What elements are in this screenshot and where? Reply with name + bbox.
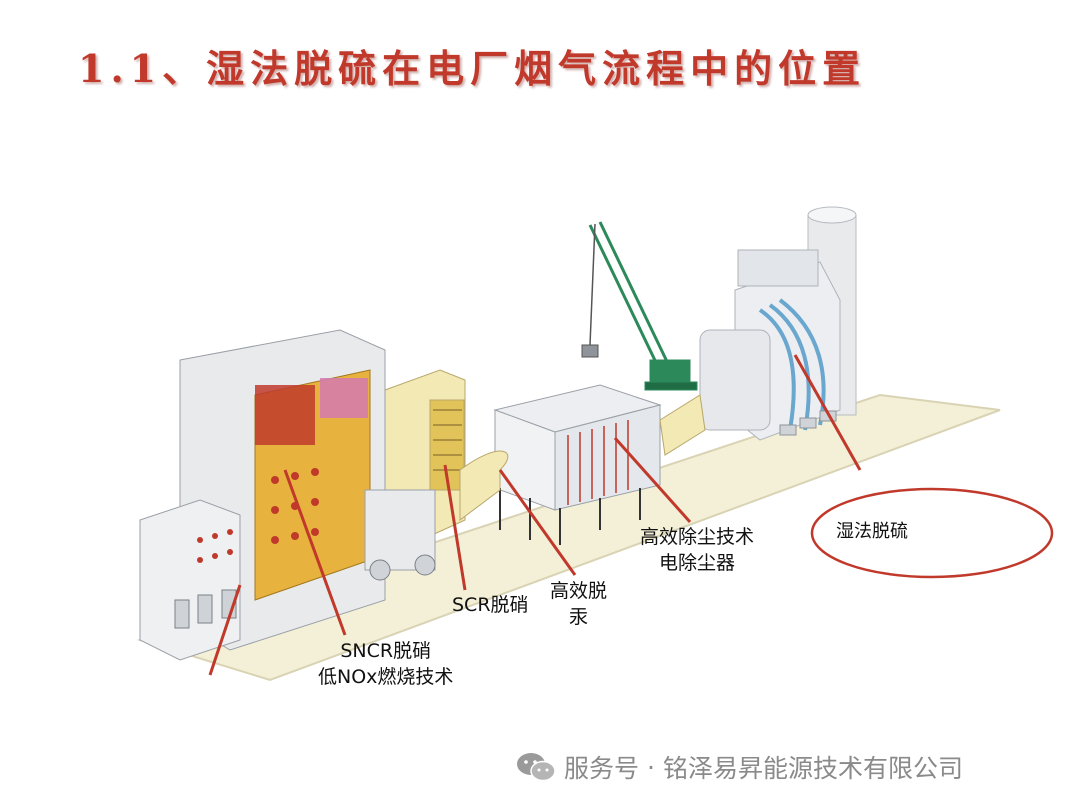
wfgd-highlight-ellipse (810, 487, 1054, 579)
pointer-scr (443, 464, 467, 591)
flue-duct (459, 450, 509, 521)
label-mercury-line2: 汞 (569, 606, 589, 628)
label-mercury-line1: 高效脱 (550, 580, 608, 602)
pointer-lines (208, 354, 862, 676)
pointer-wfgd (793, 354, 862, 471)
air-preheater (364, 489, 436, 581)
desulfurization-tower (699, 249, 841, 441)
footer-service: 服务号 (564, 754, 640, 783)
footer-separator: · (647, 752, 655, 782)
label-esp-line2: 电除尘器 (659, 552, 736, 574)
boiler (139, 329, 386, 661)
label-mercury: 高效脱 汞 (550, 578, 607, 630)
label-scr: SCR脱硝 (452, 594, 529, 616)
pointer-hg (498, 469, 577, 576)
footer-watermark: 服务号 · 铭泽易昇能源技术有限公司 (516, 749, 963, 785)
label-sncr-line2: 低NOx燃烧技术 (318, 666, 454, 688)
flue-duct-2 (659, 394, 706, 456)
label-sncr-line1: SNCR脱硝 (340, 640, 432, 662)
pointer-sncr (283, 469, 347, 636)
pointer-esp (613, 437, 692, 523)
page-title: 1.1、湿法脱硫在电厂烟气流程中的位置 (78, 46, 867, 91)
pointer-burner (208, 584, 242, 676)
crane (581, 221, 698, 391)
footer-company: 铭泽易昇能源技术有限公司 (662, 754, 963, 783)
label-sncr: SNCR脱硝 低NOx燃烧技术 (318, 638, 453, 690)
label-wet-desulfurization: 湿法脱硫 (836, 521, 908, 542)
electrostatic-precipitator (493, 384, 662, 545)
wechat-icon (517, 753, 556, 782)
label-esp-line1: 高效除尘技术 (640, 526, 755, 548)
label-esp: 高效除尘技术 电除尘器 (640, 524, 754, 576)
